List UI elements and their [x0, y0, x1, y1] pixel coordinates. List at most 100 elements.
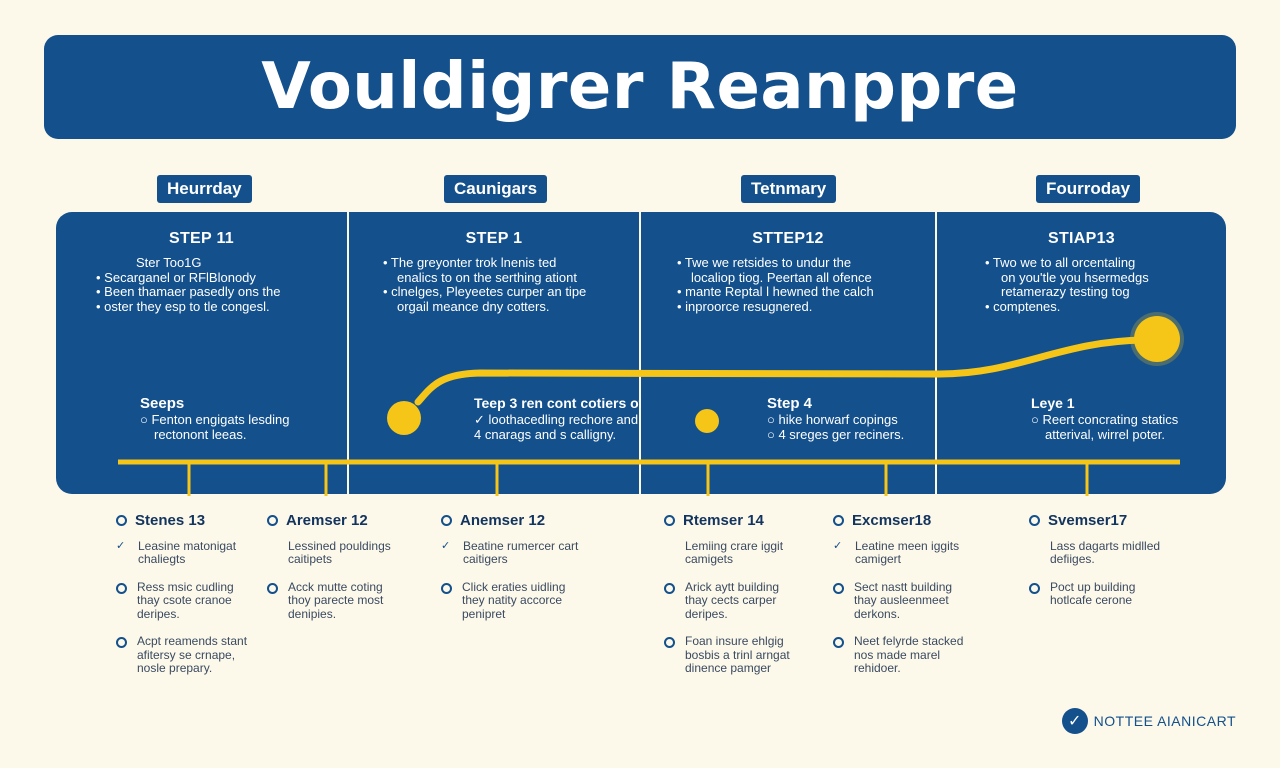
- description-line: on you'tle you hsermedgs: [1001, 269, 1149, 285]
- description-line: orgail meance dny cotters.: [397, 298, 550, 314]
- description-line: • Been thamaer pasedly ons the: [96, 284, 281, 299]
- step-title: STIAP13: [1047, 230, 1115, 247]
- description-line: localiop tiog. Peertan all ofence: [691, 269, 872, 285]
- blank-marker: [267, 542, 278, 553]
- circle-icon: [1029, 515, 1040, 527]
- item-line: thay cects carper: [685, 593, 777, 607]
- step-panel-4: STIAP13 • Two we to all orcentaling on y…: [937, 212, 1226, 494]
- blank-marker: [1029, 542, 1040, 553]
- step-description: Ster Too1G • Secarganel or RFlBlonody • …: [96, 255, 387, 314]
- item-line: Poct up building: [1050, 579, 1136, 594]
- item-line: thay csote cranoe: [137, 593, 232, 607]
- phase-label-1: Heurrday: [157, 175, 252, 203]
- item-line: Lass dagarts midlled: [1050, 538, 1161, 553]
- item-line: Neet felyrde stacked: [854, 634, 964, 648]
- item-line: deripes.: [685, 606, 728, 621]
- sub-step-title: Teep 3 ren cont cotiers of: [474, 395, 644, 411]
- circle-icon: [664, 515, 675, 527]
- circle-icon: [267, 582, 278, 594]
- item-line: rehidoer.: [854, 661, 901, 675]
- sub-step-line: ○ Reert concrating statics: [1031, 412, 1179, 427]
- item-line: denipies.: [288, 606, 337, 621]
- phase-label-3: Tetnmary: [741, 175, 837, 203]
- column-heading: Stenes 13: [135, 512, 206, 529]
- item-line: Beatine rumercer cart: [463, 538, 579, 553]
- item-line: Sect nastt building: [854, 579, 953, 594]
- sub-step-line: ○ hike horwarf copings: [767, 412, 898, 427]
- step-description: • Twe we retsides to undur the localiop …: [677, 255, 971, 314]
- item-line: camigets: [685, 552, 734, 566]
- step-panel-2: STEP 1 • The greyonter trok lnenis ted e…: [349, 212, 643, 494]
- item-line: Acpt reamends stant: [137, 634, 248, 648]
- sub-step-line: rectonont leeas.: [154, 427, 247, 442]
- sub-step: Leye 1 ○ Reert concrating statics atteri…: [1031, 396, 1179, 443]
- description-line: • clnelges, Pleyeetes curper an tipe: [383, 284, 587, 299]
- brand-logo: ✓ NOTTEE AIANICART: [1061, 708, 1236, 734]
- check-badge-icon: ✓: [1061, 708, 1088, 734]
- step-description: • Two we to all orcentaling on you'tle y…: [985, 255, 1274, 314]
- sub-step: Teep 3 ren cont cotiers of ✓ loothacedli…: [474, 395, 644, 443]
- circle-icon: [833, 637, 844, 648]
- item-line: penipret: [462, 606, 506, 621]
- step-title: STEP 11: [169, 230, 234, 247]
- sub-step: Step 4 ○ hike horwarf copings ○ 4 sreges…: [767, 396, 904, 442]
- sub-step: Seeps ○ Fenton engigats lesding rectonon…: [140, 396, 290, 442]
- sub-step-line: ○ Fenton engigats lesding: [140, 412, 290, 427]
- step-title: STEP 1: [465, 230, 523, 247]
- step-description: • The greyonter trok lnenis ted enalics …: [383, 255, 673, 314]
- description-line: retamerazy testing tog: [1001, 284, 1130, 299]
- column-heading: Excmser18: [852, 512, 932, 529]
- description-line: • inproorce resugnered.: [677, 298, 813, 314]
- item-line: nos made marel: [854, 647, 941, 662]
- item-line: defiiges.: [1050, 552, 1095, 566]
- circle-icon: [441, 515, 452, 527]
- description-line: • The greyonter trok lnenis ted: [383, 255, 557, 270]
- sub-step-title: Seeps: [140, 395, 185, 412]
- item-line: thoy parecte most: [288, 593, 384, 607]
- step-title: STTEP12: [752, 230, 824, 247]
- check-icon: ✓: [441, 539, 451, 552]
- circle-icon: [441, 582, 452, 594]
- item-line: afitersy se crnape,: [137, 647, 236, 662]
- description-line: Ster Too1G: [136, 255, 202, 270]
- title-banner: Vouldigrer Reanppre: [44, 35, 1236, 139]
- column-heading: Aremser 12: [286, 512, 368, 529]
- step-panel-3: STTEP12 • Twe we retsides to undur the l…: [641, 212, 935, 494]
- item-line: hotlcafe cerone: [1050, 593, 1133, 607]
- circle-icon: [116, 582, 127, 594]
- description-line: • Secarganel or RFlBlonody: [96, 269, 256, 285]
- check-icon: ✓: [833, 539, 843, 552]
- item-line: Leatine meen iggits: [855, 538, 960, 553]
- page-title: Vouldigrer Reanppre: [261, 50, 1019, 124]
- item-line: Lessined pouldings: [288, 538, 391, 553]
- description-line: • mante Reptal l hewned the calch: [677, 284, 874, 299]
- item-line: they natity accorce: [462, 593, 563, 607]
- circle-icon: [116, 637, 127, 648]
- item-line: Leasine matonigat: [138, 538, 237, 553]
- step-panel-1: STEP 11 Ster Too1G • Secarganel or RFlBl…: [56, 212, 347, 494]
- item-line: thay ausleenmeet: [854, 593, 949, 607]
- circle-icon: [267, 515, 278, 527]
- item-line: deripes.: [137, 606, 180, 621]
- item-line: nosle prepary.: [137, 661, 213, 675]
- sub-step-line: atterival, wirrel poter.: [1045, 427, 1165, 442]
- circle-icon: [116, 515, 127, 527]
- item-line: chaliegts: [138, 552, 186, 566]
